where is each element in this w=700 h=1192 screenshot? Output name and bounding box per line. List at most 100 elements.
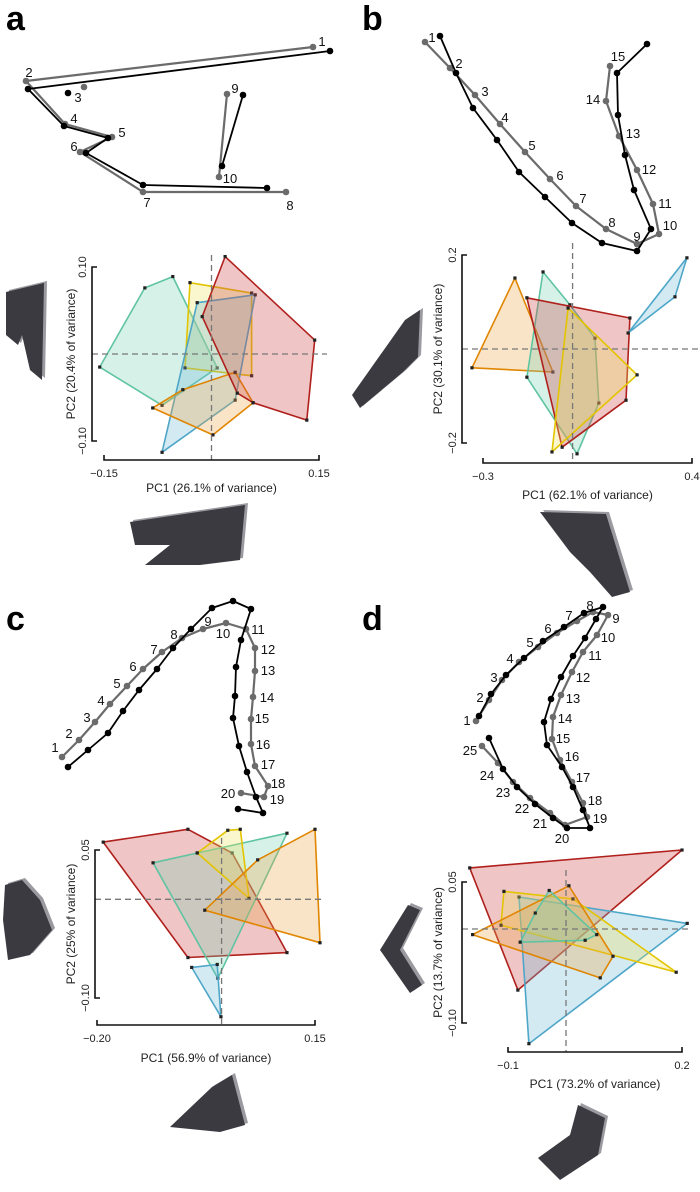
landmark-number: 18 <box>271 776 285 791</box>
mean-shape-link <box>524 151 551 180</box>
specimen-point <box>674 970 678 974</box>
x-axis-label: PC1 (26.1% of variance) <box>146 481 277 495</box>
landmark-number: 2 <box>476 690 483 705</box>
target-landmark <box>153 665 161 673</box>
mean-shape-link <box>79 151 144 193</box>
target-shape-link <box>85 152 144 186</box>
mean-landmark <box>633 166 641 174</box>
mean-shape-link <box>181 627 204 640</box>
specimen-point <box>611 954 615 958</box>
landmark-number: 17 <box>261 757 275 772</box>
specimen-point <box>160 450 164 454</box>
target-shape-link <box>583 606 604 614</box>
target-landmark <box>540 718 548 726</box>
specimen-point <box>626 331 630 335</box>
mean-landmark <box>249 693 257 701</box>
specimen-point <box>624 398 628 402</box>
mean-landmark <box>251 644 259 652</box>
target-landmark <box>259 809 267 817</box>
mean-shape-link <box>550 716 555 740</box>
specimen-point <box>517 895 521 899</box>
landmark-number: 2 <box>25 65 32 80</box>
mean-landmark <box>237 789 245 797</box>
shape-silhouette-extreme <box>540 512 630 597</box>
target-shape-link <box>490 674 507 695</box>
mean-landmark <box>139 188 147 196</box>
target-shape-link <box>633 189 652 230</box>
hull-blue <box>627 256 688 334</box>
specimen-point <box>200 314 204 319</box>
target-landmark <box>630 186 638 194</box>
x-axis <box>96 1020 316 1026</box>
mean-shape-link <box>225 621 247 631</box>
specimen-point <box>98 365 102 369</box>
target-shape-link <box>584 618 597 639</box>
mean-shape-link <box>537 632 558 648</box>
landmark-number: 5 <box>528 138 535 153</box>
landmark-number: 4 <box>70 111 77 126</box>
y-tick-label: −0.10 <box>447 1009 459 1037</box>
panel-letter-c: c <box>6 600 25 638</box>
target-shape-link <box>505 657 525 676</box>
target-shape-link <box>63 125 109 139</box>
target-landmark <box>485 734 493 742</box>
mean-landmark <box>260 793 268 801</box>
specimen-point <box>595 933 599 937</box>
target-landmark <box>64 89 72 97</box>
mean-landmark <box>548 735 556 743</box>
mean-landmark <box>222 619 230 627</box>
mean-shape-link <box>636 169 654 205</box>
target-landmark <box>633 247 641 255</box>
landmark-number: 2 <box>65 726 72 741</box>
landmark-number: 11 <box>588 648 602 663</box>
mean-shape-link <box>605 228 638 245</box>
specimen-point <box>470 366 474 370</box>
target-shape-link <box>85 137 109 154</box>
specimen-point <box>525 296 529 300</box>
specimen-point <box>195 851 199 855</box>
specimen-point <box>186 955 190 960</box>
specimen-point <box>513 276 517 280</box>
landmark-number: 14 <box>260 690 274 705</box>
x-axis-label: PC1 (56.9% of variance) <box>141 1051 272 1065</box>
target-landmark <box>243 768 251 776</box>
target-landmark <box>499 765 507 773</box>
target-landmark <box>598 239 606 247</box>
mean-shape-link <box>604 100 621 137</box>
specimen-point <box>575 452 579 456</box>
landmark-number: 6 <box>70 139 77 154</box>
mean-shape-link <box>596 614 609 636</box>
target-landmark <box>263 184 271 192</box>
landmark-number: 10 <box>601 630 615 645</box>
mean-shape-link <box>126 668 144 687</box>
mean-shape-link <box>424 41 451 69</box>
mean-landmark <box>602 225 610 233</box>
target-shape-link <box>502 768 518 788</box>
mean-landmark <box>247 740 255 748</box>
specimen-point <box>502 889 506 893</box>
landmark-number: 21 <box>533 816 547 831</box>
specimen-point <box>628 316 632 320</box>
target-shape-link <box>616 43 648 74</box>
target-landmark <box>104 729 112 737</box>
x-tick-label: −0.15 <box>90 468 118 480</box>
landmark-number: 15 <box>556 731 570 746</box>
landmark-number: 18 <box>588 793 602 808</box>
mean-landmark <box>572 202 580 210</box>
y-axis <box>91 266 97 442</box>
y-axis-label: PC2 (25% of variance) <box>64 864 78 985</box>
specimen-point <box>285 831 289 835</box>
y-tick-label: 0.10 <box>77 256 89 277</box>
panel-letter-d: d <box>362 600 383 638</box>
mean-shape-link <box>78 721 96 741</box>
target-landmark <box>139 181 147 189</box>
mean-shape-link <box>582 634 598 653</box>
landmark-number: 23 <box>496 785 510 800</box>
target-landmark <box>613 69 621 77</box>
target-landmark <box>235 742 243 750</box>
specimen-point <box>685 256 689 260</box>
target-shape-link <box>624 154 635 191</box>
landmark-number: 9 <box>633 229 640 244</box>
